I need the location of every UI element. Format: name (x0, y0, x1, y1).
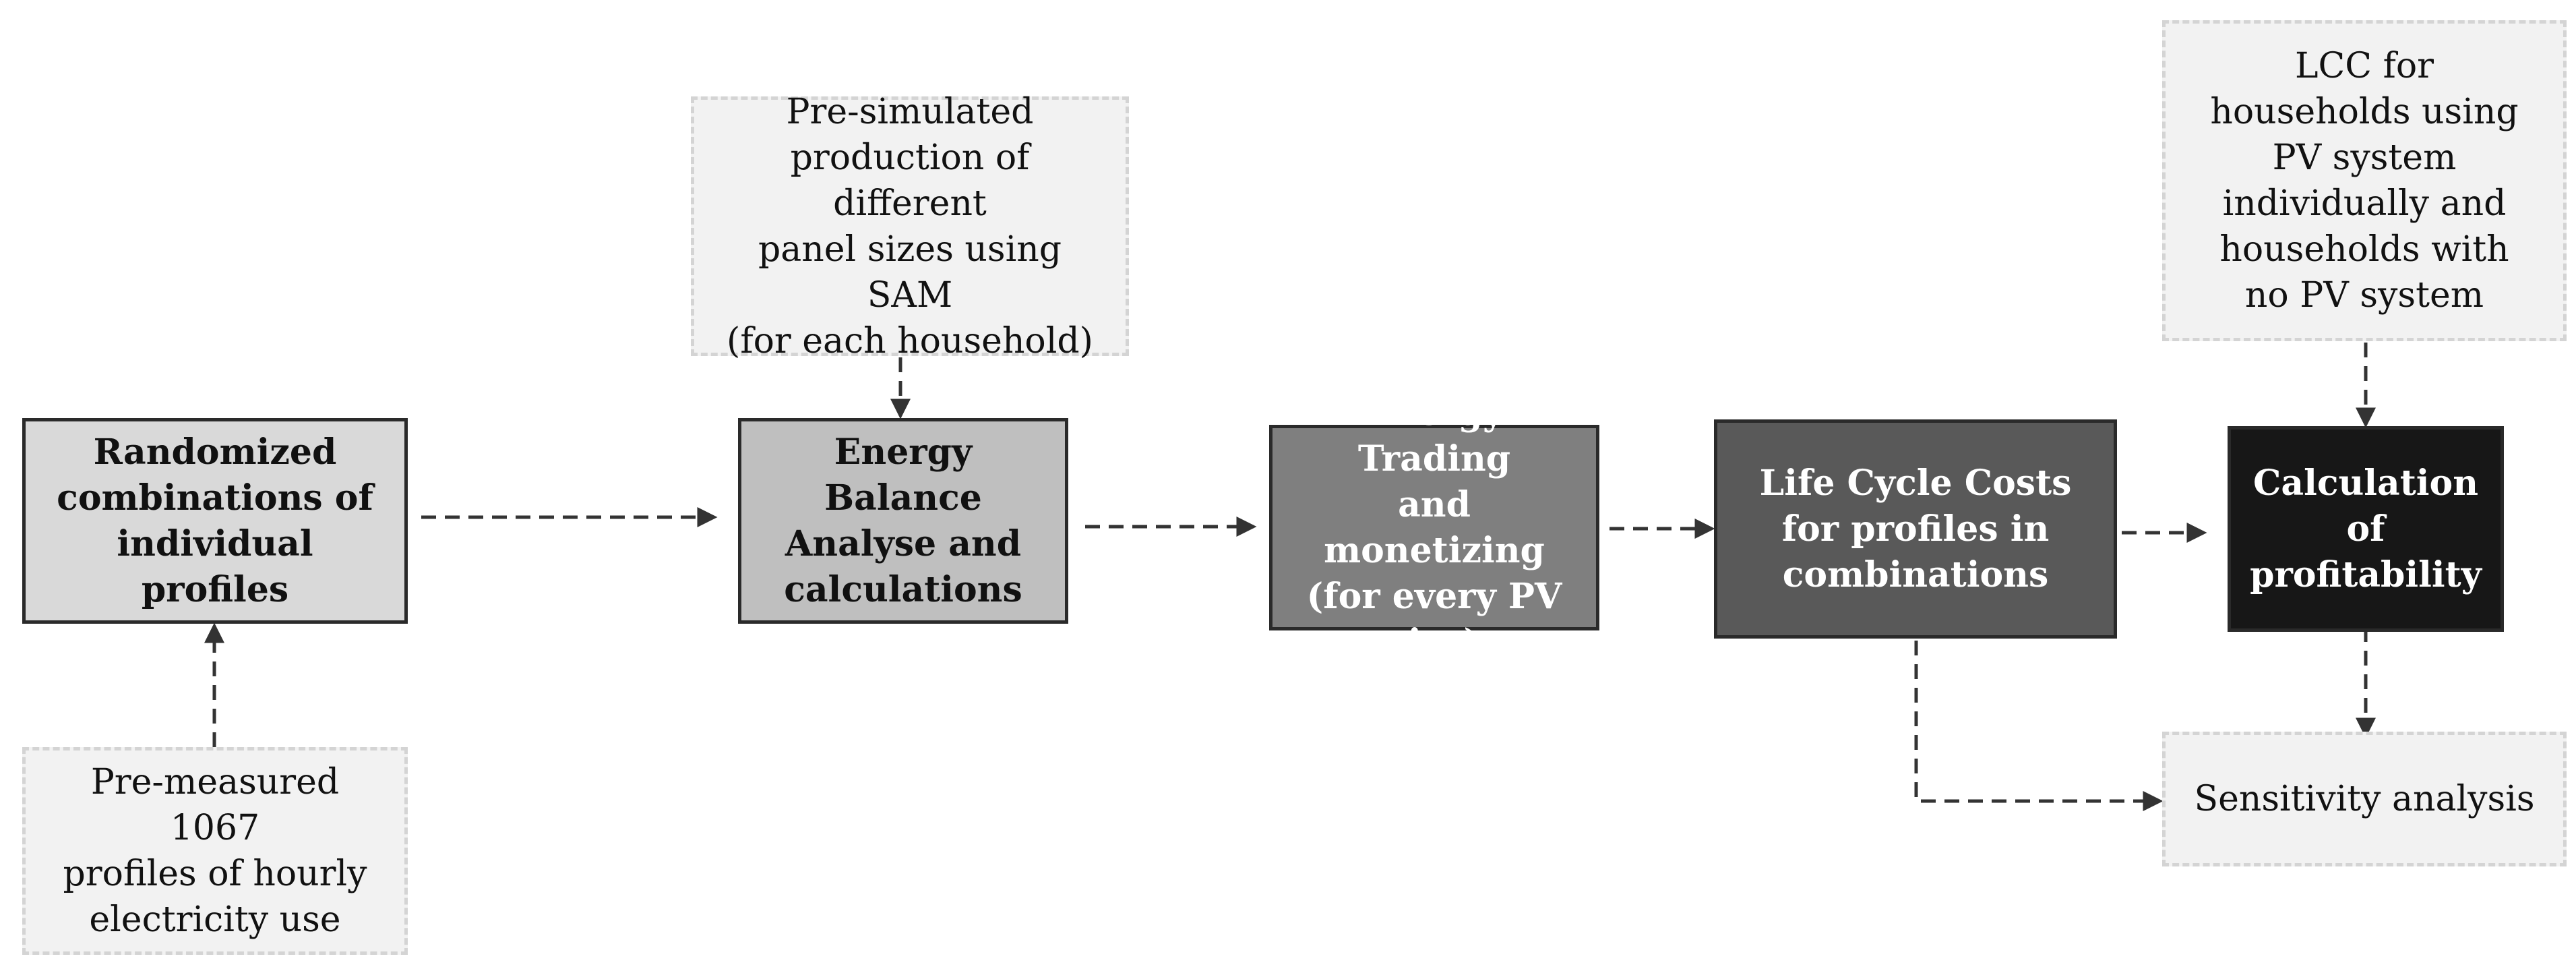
node-pre-measured-profiles: Pre-measured 1067 profiles of hourly ele… (22, 747, 408, 955)
node-energy-balance-label: Energy Balance Analyse and calculations (784, 431, 1022, 610)
node-life-cycle-costs-label: Life Cycle Costs for profiles in combina… (1759, 462, 2072, 595)
node-energy-trading: Energy Trading and monetizing (for every… (1269, 392, 1599, 663)
node-calculation-profitability: Calculation of profitability (2228, 426, 2504, 632)
node-energy-balance: Energy Balance Analyse and calculations (738, 418, 1068, 624)
node-sensitivity-analysis: Sensitivity analysis (2162, 732, 2567, 866)
node-sensitivity-analysis-label: Sensitivity analysis (2194, 779, 2535, 819)
node-lcc-households-label: LCC for households using PV system indiv… (2210, 46, 2519, 316)
node-pre-simulated-production: Pre-simulated production of different pa… (691, 92, 1129, 361)
node-calculation-profitability-label: Calculation of profitability (2250, 462, 2482, 595)
node-energy-trading-label: Energy Trading and monetizing (for every… (1306, 392, 1562, 663)
node-life-cycle-costs: Life Cycle Costs for profiles in combina… (1714, 419, 2117, 639)
node-randomized-combinations-label: Randomized combinations of individual pr… (57, 431, 373, 610)
node-pre-measured-profiles-label: Pre-measured 1067 profiles of hourly ele… (63, 762, 367, 940)
node-lcc-households: LCC for households using PV system indiv… (2162, 20, 2567, 341)
node-randomized-combinations: Randomized combinations of individual pr… (22, 418, 408, 624)
node-pre-simulated-production-label: Pre-simulated production of different pa… (727, 91, 1093, 361)
arrow-life-cycle-to-sensitivity (1914, 641, 2164, 811)
